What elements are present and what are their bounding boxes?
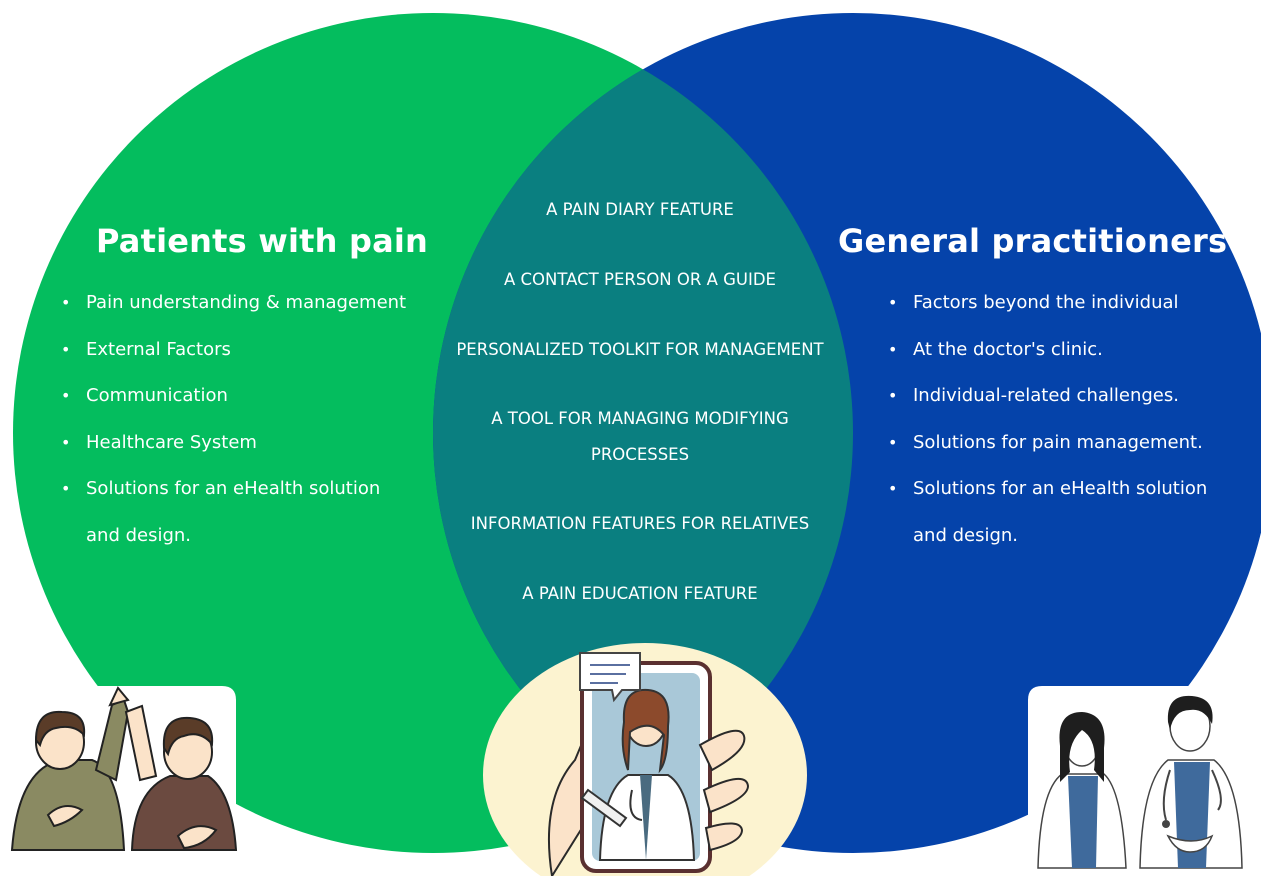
list-item: •At the doctor's clinic.	[885, 327, 1245, 374]
list-item: •Solutions for pain management.	[885, 420, 1245, 467]
list-item: •Individual-related challenges.	[885, 373, 1245, 420]
feature-contact-person: A CONTACT PERSON OR A GUIDE	[503, 270, 776, 289]
feature-relatives-info: INFORMATION FEATURES FOR RELATIVES	[470, 514, 810, 533]
feature-pain-diary: A PAIN DIARY FEATURE	[546, 200, 734, 219]
bullet-icon: •	[888, 386, 898, 405]
bullet-icon: •	[888, 339, 898, 359]
phone-doctor-consultation-illustration	[483, 643, 807, 876]
list-item: •Solutions for an eHealth solution	[58, 466, 418, 513]
feature-pain-education: A PAIN EDUCATION FEATURE	[522, 584, 758, 603]
list-item: •External Factors	[58, 327, 418, 374]
practitioners-title: General practitioners	[838, 222, 1228, 260]
patients-title: Patients with pain	[96, 222, 429, 260]
bullet-icon: •	[888, 479, 898, 498]
feature-personalized-toolkit: PERSONALIZED TOOLKIT FOR MANAGEMENT	[456, 340, 824, 359]
list-item: •Pain understanding & management	[58, 280, 418, 327]
overlap-region	[433, 13, 853, 853]
practitioners-points: •Factors beyond the individual •At the d…	[885, 280, 1245, 559]
general-practitioners-illustration	[1028, 686, 1261, 876]
list-item: •Communication	[58, 373, 418, 420]
list-item: •Solutions for an eHealth solution	[885, 466, 1245, 513]
bullet-icon: •	[888, 293, 898, 312]
patients-points: •Pain understanding & management •Extern…	[58, 280, 418, 559]
bullet-icon: •	[61, 479, 71, 498]
list-item-continuation: and design.	[86, 524, 192, 546]
patients-high-five-illustration	[0, 686, 238, 876]
list-item: •Healthcare System	[58, 420, 418, 467]
feature-modifying-tool-line2: PROCESSES	[590, 445, 690, 464]
bullet-icon: •	[61, 386, 71, 405]
bullet-icon: •	[888, 432, 898, 452]
feature-modifying-tool-line1: A TOOL FOR MANAGING MODIFYING	[491, 409, 789, 428]
bullet-icon: •	[61, 339, 71, 359]
list-item-continuation: and design.	[913, 524, 1019, 546]
list-item: •Factors beyond the individual	[885, 280, 1245, 327]
bullet-icon: •	[61, 432, 71, 452]
bullet-icon: •	[61, 293, 71, 312]
